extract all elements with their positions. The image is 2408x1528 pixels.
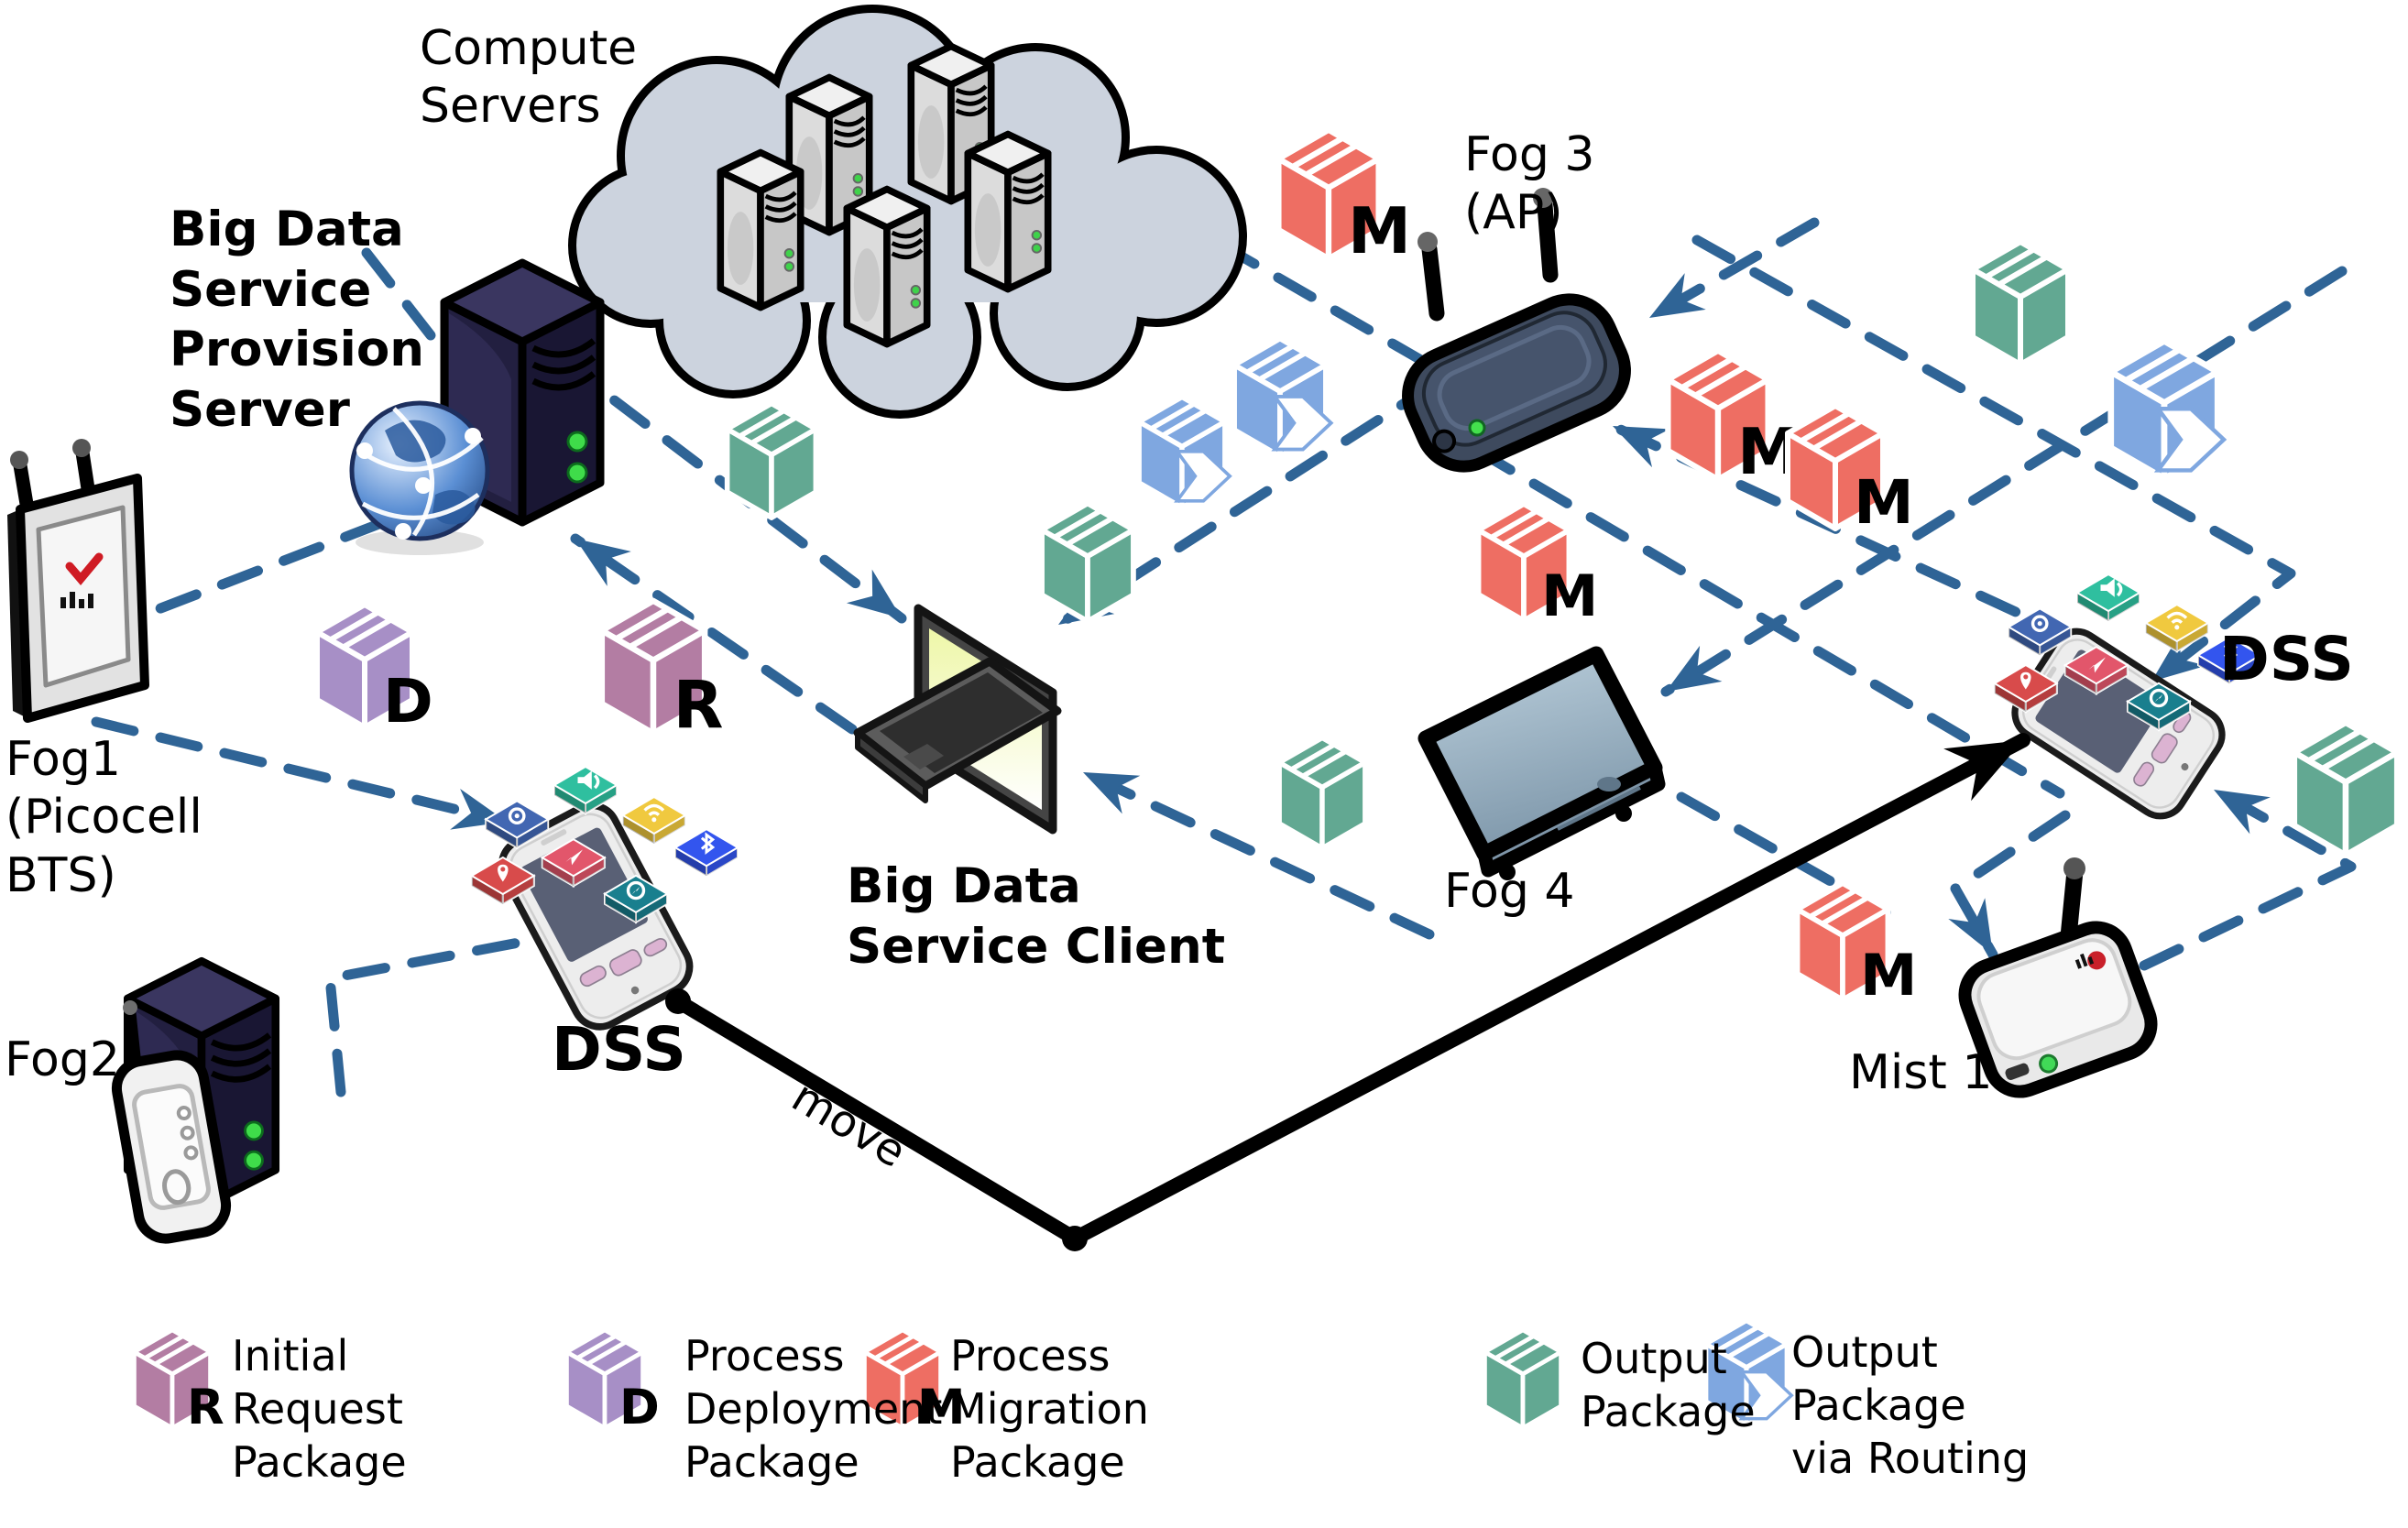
legend-package-routing-icon [1703,1318,1794,1428]
legend-package-output-icon [1482,1327,1564,1431]
arrowhead-icon [846,569,902,618]
nav-app-icon [2063,646,2129,695]
fog2-label: Fog2 [5,1032,120,1087]
pin-app-icon [1992,663,2059,714]
package-letter: R [187,1380,224,1435]
legend-process-migration-label: Process Migration Package [950,1331,1149,1487]
compass-app-icon [603,874,669,924]
dashed-link-12 [1660,266,2348,697]
fog3-router-icon [1402,188,1631,473]
camera-app-icon [484,800,551,850]
package-output-10 [1970,239,2071,367]
routing-arrow-icon [1738,1370,1794,1421]
dashed-link-8 [1691,235,2296,687]
move-arrow [665,733,2030,1251]
arrowhead-icon [2214,790,2271,835]
dss-phone-left-icon [469,765,739,1031]
package-M-2: M [1785,403,1914,538]
speaker-app-icon [2075,573,2141,623]
legend-package-R-icon: R [131,1327,224,1435]
dashed-link-16 [2139,784,2357,971]
arrowhead-icon [575,539,631,586]
routing-arrow-icon [1271,395,1334,452]
dashed-link-14 [1948,810,2071,960]
arrowhead-icon [1083,772,1141,814]
dss-right-label: DSS [2219,624,2354,694]
wifi-app-icon [2143,603,2210,653]
package-letter: D [619,1380,660,1435]
legend-output-routing-label: Output Package via Routing [1791,1327,2030,1483]
package-letter: D [383,666,433,737]
dashed-link-2 [324,934,539,1097]
arrowhead-icon [1943,740,2023,802]
globe-icon [349,400,490,555]
nav-app-icon [540,838,607,888]
legend-process-deployment-label: Process Deployment Package [684,1331,943,1487]
fog4-rack-icon [1417,646,1666,880]
dss-phone-right-icon [1992,573,2262,820]
client-label: Big Data Service Client [847,858,1226,975]
package-M-0: M [1275,126,1411,268]
compass-app-icon [2126,682,2192,732]
package-letter: M [1541,562,1598,629]
client-laptop-icon [853,604,1062,835]
arrowhead-icon [1613,426,1670,468]
package-letter: R [673,667,724,743]
package-routing-14 [2107,337,2227,482]
dashed-link-3 [570,533,858,735]
pin-app-icon [469,856,536,906]
legend-package-D-icon: D [564,1327,660,1435]
package-letter: M [1854,467,1914,538]
package-output-7 [724,400,819,520]
speaker-app-icon [553,765,618,815]
arrowhead-icon [1649,273,1706,318]
package-D-6: D [314,602,433,737]
package-output-8 [1039,500,1136,625]
package-letter: M [917,1380,966,1435]
package-M-3: M [1475,501,1598,629]
wifi-app-icon [620,795,687,846]
dashed-link-0 [93,504,422,638]
package-output-9 [1276,735,1368,851]
legend-initial-request-label: Initial Request Package [232,1331,407,1487]
package-routing-12 [1136,394,1232,510]
package-R-5: R [598,597,724,743]
compute-servers-label: Compute Servers [420,21,638,135]
provision-server-label: Big Data Service Provision Server [170,202,424,439]
fog1-picocell-icon [7,439,149,723]
package-letter: M [1860,942,1917,1009]
dashed-link-13 [1078,767,1435,940]
bluetooth-app-icon [673,828,739,878]
package-routing-13 [1231,335,1334,460]
legend-output-package-label: Output Package [1581,1334,1756,1436]
package-output-11 [2291,719,2401,858]
camera-app-icon [2007,607,2074,658]
arrowhead-icon [1948,898,1993,955]
dashed-link-11 [1415,411,2065,799]
fog3-label: Fog 3 (AP) [1464,127,1595,241]
dashed-link-9 [1644,217,1820,323]
arrowhead-icon [1666,645,1723,692]
package-letter: M [1348,195,1411,268]
package-M-1: M [1665,347,1801,489]
dss-left-label: DSS [552,1014,686,1085]
compute-servers-cloud-icon [568,5,1247,419]
routing-arrow-icon [1174,450,1232,503]
arrowhead-icon [2151,632,2206,682]
fog4-label: Fog 4 [1444,864,1575,919]
fog1-label: Fog1 (Picocell BTS) [5,732,202,903]
fog2-modem-icon [111,1000,232,1244]
routing-arrow-icon [2153,407,2227,473]
bluetooth-app-icon [2196,636,2262,685]
package-M-4: M [1794,880,1917,1009]
mist1-device-icon [1958,857,2158,1098]
legend-package-M-icon: M [861,1327,966,1435]
mist1-label: Mist 1 [1849,1045,1993,1100]
